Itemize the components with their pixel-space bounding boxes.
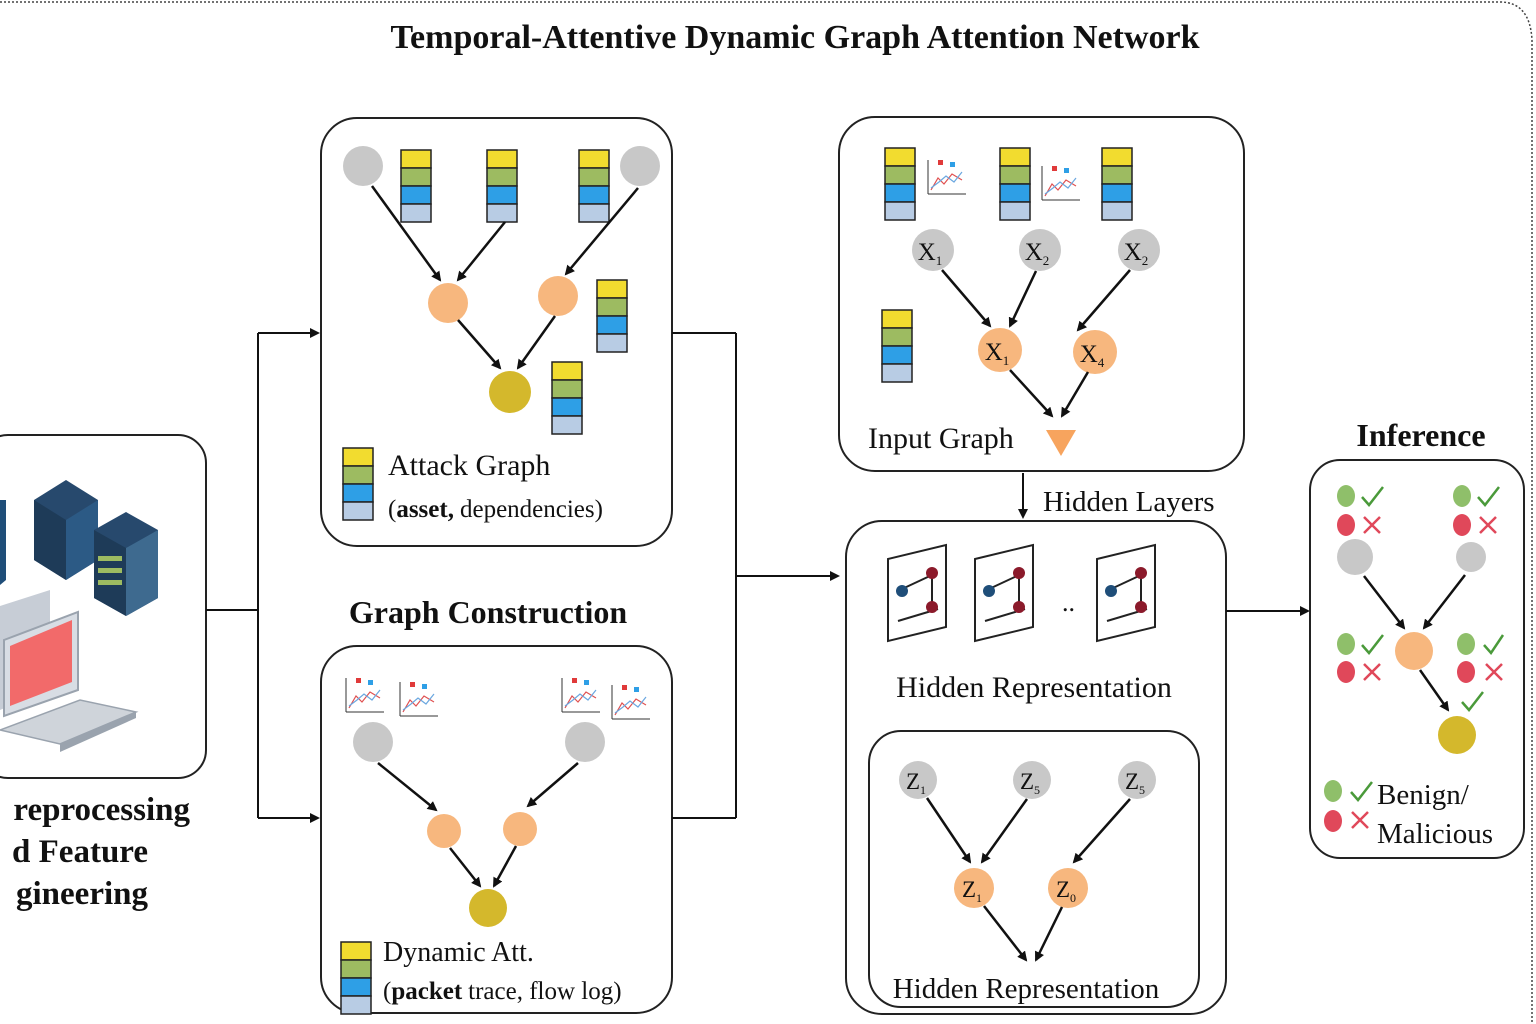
input-node-x2b: X2: [1118, 229, 1160, 271]
svg-text:X2: X2: [1025, 239, 1050, 268]
svg-text:X4: X4: [1080, 341, 1105, 370]
input-node-x4-mid: X4: [1073, 330, 1117, 374]
graph-node: [503, 812, 537, 846]
feature-stack: [400, 149, 432, 223]
hidden-layer-card: [1096, 544, 1156, 642]
laptop-icon: [0, 590, 139, 752]
input-node-x2a: X2: [1019, 229, 1061, 271]
feature-stack: [596, 279, 628, 353]
hidden-layers-label: Hidden Layers: [1043, 486, 1215, 518]
graph-construction-heading: Graph Construction: [349, 594, 627, 630]
inner-hidden-panel: [868, 730, 1200, 1008]
graph-node: [538, 276, 578, 316]
svg-text:X1: X1: [918, 239, 943, 268]
feature-stack: [999, 147, 1031, 221]
graph-node: [469, 889, 507, 927]
hidden-layer-card: [887, 544, 947, 642]
preprocessing-label-line2: d Feature: [12, 834, 148, 870]
svg-text:X2: X2: [1124, 239, 1149, 268]
graph-node: [428, 283, 468, 323]
benign-malicious-marks: [1337, 485, 1384, 536]
benign-malicious-marks: [1337, 633, 1384, 683]
svg-text:X1: X1: [985, 339, 1010, 368]
server-icon: [0, 480, 158, 616]
feature-stack: [881, 309, 913, 383]
graph-node: [1438, 716, 1476, 754]
output-triangle-icon: [1046, 430, 1076, 456]
input-node-x1-mid: X1: [978, 328, 1022, 372]
inference-legend-line2: Malicious: [1377, 818, 1493, 850]
graph-node: [353, 722, 393, 762]
benign-malicious-marks: [1453, 485, 1500, 536]
hidden-representation-panel: Z1 Z5 Z5 Z1 Z0: [845, 520, 1227, 1015]
dynamic-att-panel: [320, 645, 673, 1015]
legend-feature-stack: [340, 941, 372, 1015]
preprocessing-label-line1: reprocessing: [13, 792, 190, 828]
preprocessing-label-line3: gineering: [16, 876, 148, 912]
hidden-node-z5b: Z5: [1118, 761, 1156, 799]
feature-stack: [884, 147, 916, 221]
graph-node: [1456, 542, 1486, 572]
feature-stack: [486, 149, 518, 223]
input-node-x1: X1: [912, 229, 954, 271]
benign-malicious-marks: [1457, 633, 1505, 683]
graph-node: [427, 814, 461, 848]
hidden-layer-card: [974, 544, 1034, 642]
split-connector: [206, 328, 320, 823]
svg-text:Z5: Z5: [1125, 769, 1145, 797]
feature-stack: [1101, 147, 1133, 221]
graph-node: [1395, 632, 1433, 670]
svg-text:Z5: Z5: [1020, 769, 1040, 797]
graph-node: [620, 146, 660, 186]
hidden-node-z5a: Z5: [1013, 761, 1051, 799]
svg-text:Z0: Z0: [1056, 877, 1076, 905]
hidden-node-z1-mid: Z1: [954, 868, 994, 908]
graph-node: [489, 371, 531, 413]
svg-text:Z1: Z1: [962, 877, 982, 905]
merge-connector: [672, 332, 840, 819]
attack-graph-sublabel: (asset,dependencies): [388, 496, 603, 523]
inference-panel: [1309, 459, 1525, 859]
hidden-node-z0-mid: Z0: [1048, 868, 1088, 908]
graph-node: [565, 722, 605, 762]
preprocessing-panel: [0, 434, 207, 779]
diagram-title: Temporal-Attentive Dynamic Graph Attenti…: [391, 19, 1200, 56]
dynamic-att-label: Dynamic Att.: [383, 937, 534, 968]
feature-stack: [578, 149, 610, 223]
graph-node: [1337, 539, 1373, 575]
graph-node: [343, 146, 383, 186]
svg-text:Z1: Z1: [906, 769, 926, 797]
inference-legend-line1: Benign/: [1377, 779, 1470, 811]
attack-graph-label: Attack Graph: [388, 449, 550, 482]
check-icon: [1461, 691, 1484, 712]
hidden-representation-label-bottom: Hidden Representation: [893, 973, 1160, 1005]
input-graph-panel: X1 X2 X2 X1 X4: [838, 116, 1245, 472]
feature-stack: [551, 361, 583, 435]
hidden-node-z1: Z1: [899, 761, 937, 799]
legend-marks: [1324, 780, 1373, 832]
input-graph-label: Input Graph: [868, 422, 1014, 455]
inference-heading: Inference: [1356, 417, 1485, 453]
legend-feature-stack: [342, 447, 374, 521]
hidden-ellipsis: ..: [1062, 588, 1075, 617]
hidden-representation-label-top: Hidden Representation: [896, 671, 1172, 704]
